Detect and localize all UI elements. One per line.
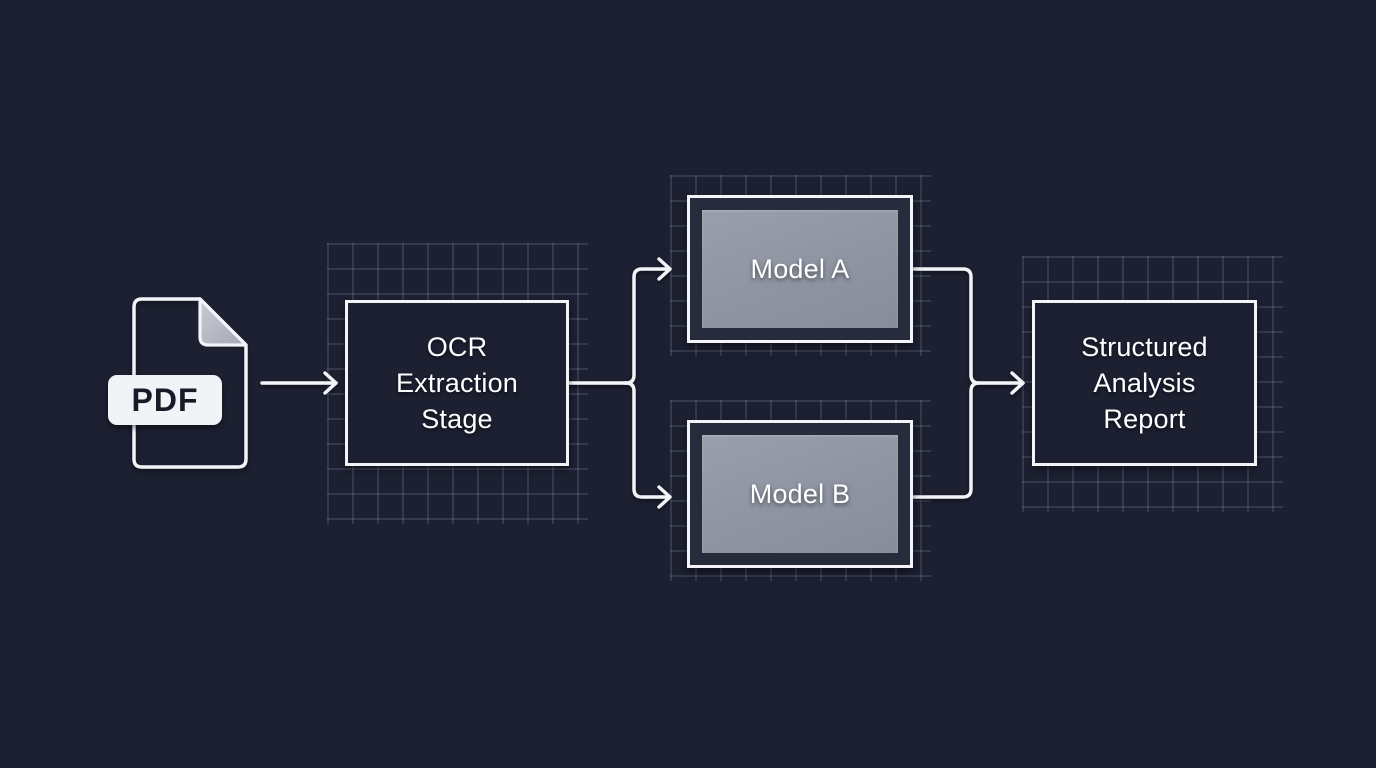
node-model-a[interactable]: Model A xyxy=(687,195,913,343)
report-label-line-2: Analysis xyxy=(1093,368,1196,398)
edge-ocr-split xyxy=(567,267,671,499)
node-ocr-extraction-stage[interactable]: OCR Extraction Stage xyxy=(345,300,569,466)
ocr-stage-label-line-2: Extraction xyxy=(395,368,519,398)
node-model-b[interactable]: Model B xyxy=(687,420,913,568)
edge-pdf-to-ocr xyxy=(260,371,338,395)
ocr-stage-label-group: OCR Extraction Stage xyxy=(396,329,518,437)
pdf-badge: PDF xyxy=(108,375,222,425)
pdf-icon-shape xyxy=(132,297,248,469)
edge-arrowhead-model-b xyxy=(657,485,672,509)
edge-arrowhead-report xyxy=(1010,371,1025,395)
ocr-stage-label-line-1: OCR xyxy=(426,332,488,362)
model-b-label: Model B xyxy=(749,478,851,509)
model-a-die: Model A xyxy=(702,210,898,328)
model-b-die: Model B xyxy=(702,435,898,553)
ocr-stage-label-line-3: Stage xyxy=(421,404,493,434)
report-label-group: Structured Analysis Report xyxy=(1081,329,1208,437)
report-label-line-3: Report xyxy=(1103,404,1186,434)
pdf-file-icon: PDF xyxy=(108,291,260,481)
edge-arrowhead-model-a xyxy=(657,257,672,281)
node-structured-analysis-report[interactable]: Structured Analysis Report xyxy=(1032,300,1257,466)
edge-merge-to-report xyxy=(912,267,1025,499)
report-label-line-1: Structured xyxy=(1081,332,1208,362)
pdf-badge-label: PDF xyxy=(131,381,199,418)
model-a-label: Model A xyxy=(750,253,850,284)
